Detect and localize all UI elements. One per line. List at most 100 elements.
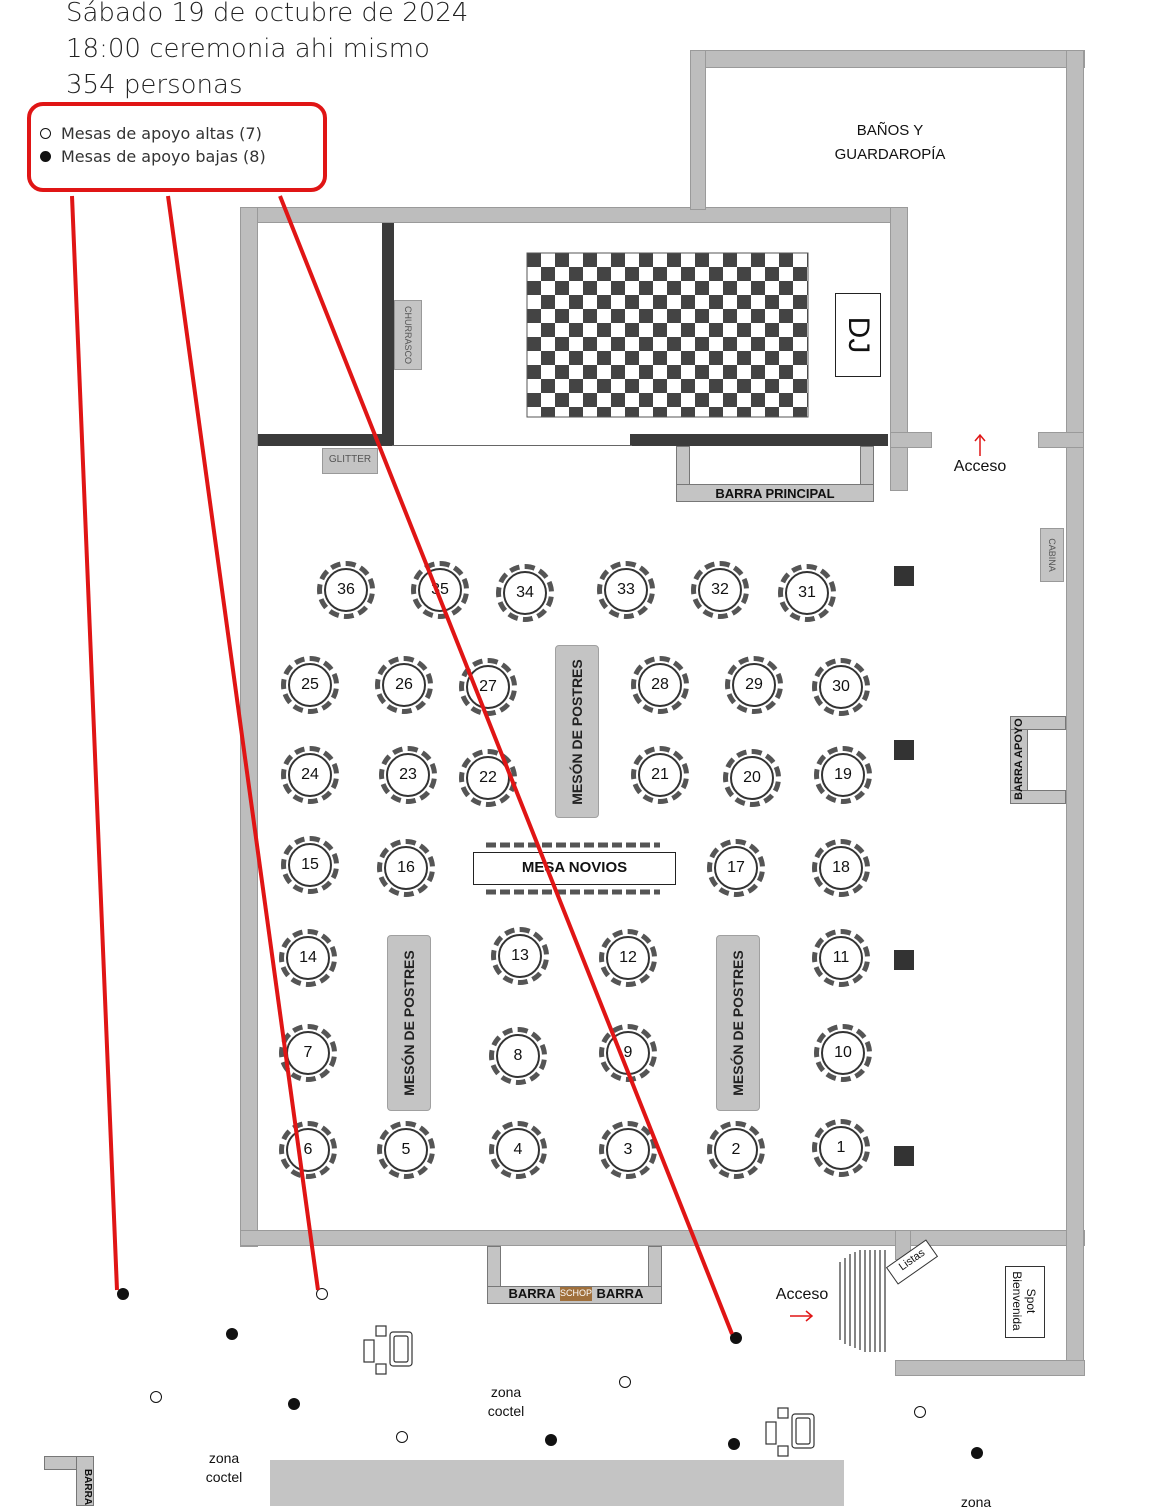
open-circle-icon xyxy=(40,128,51,139)
acceso-top-label: Acceso xyxy=(953,458,1007,475)
round-table-8: 8 xyxy=(489,1027,547,1085)
meson-postres-right: MESÓN DE POSTRES xyxy=(716,935,760,1111)
round-table-7: 7 xyxy=(279,1024,337,1082)
round-table-24: 24 xyxy=(281,746,339,804)
filled-circle-icon xyxy=(40,151,51,162)
round-table-9: 9 xyxy=(599,1024,657,1082)
listas-sign xyxy=(885,1239,939,1285)
round-table-16: 16 xyxy=(377,839,435,897)
low-support-table xyxy=(971,1447,983,1459)
round-table-28: 28 xyxy=(631,656,689,714)
legend-high-tables: Mesas de apoyo altas (7) xyxy=(40,124,262,143)
meson-postres-left: MESÓN DE POSTRES xyxy=(387,935,431,1111)
high-support-table xyxy=(914,1406,926,1418)
round-table-4: 4 xyxy=(489,1121,547,1179)
round-table-32: 32 xyxy=(691,561,749,619)
column xyxy=(894,566,914,586)
barra-lower-left xyxy=(44,1456,94,1506)
ceremony-time: 18:00 ceremonia ahi mismo xyxy=(66,34,430,64)
lounge-set-icon xyxy=(765,1407,815,1457)
glitter-label: GLITTER xyxy=(328,454,372,465)
low-support-table xyxy=(226,1328,238,1340)
glitter-station xyxy=(322,448,378,474)
round-table-14: 14 xyxy=(279,929,337,987)
round-table-26: 26 xyxy=(375,656,433,714)
round-table-21: 21 xyxy=(631,746,689,804)
round-table-36: 36 xyxy=(317,561,375,619)
round-table-19: 19 xyxy=(814,746,872,804)
round-table-12: 12 xyxy=(599,929,657,987)
round-table-13: 13 xyxy=(491,927,549,985)
stairs-icon xyxy=(839,1250,886,1352)
wall-right-inner xyxy=(890,207,908,491)
round-table-31: 31 xyxy=(778,564,836,622)
wall-annex-left xyxy=(690,50,706,210)
round-table-15: 15 xyxy=(281,836,339,894)
low-support-table xyxy=(730,1332,742,1344)
cabina xyxy=(1040,528,1064,582)
dj-booth xyxy=(835,293,881,377)
inner-wall-right xyxy=(630,434,888,446)
round-table-25: 25 xyxy=(281,656,339,714)
round-table-3: 3 xyxy=(599,1121,657,1179)
round-table-35: 35 xyxy=(411,561,469,619)
round-table-34: 34 xyxy=(496,564,554,622)
high-support-table xyxy=(150,1391,162,1403)
event-date: Sábado 19 de octubre de 2024 xyxy=(66,0,469,28)
round-table-5: 5 xyxy=(377,1121,435,1179)
zona-coctel-left-line1: zona xyxy=(208,1450,240,1466)
low-support-table xyxy=(728,1438,740,1450)
barra-schop xyxy=(487,1246,662,1304)
round-table-18: 18 xyxy=(812,839,870,897)
round-table-23: 23 xyxy=(379,746,437,804)
round-table-1: 1 xyxy=(812,1119,870,1177)
barra-apoyo xyxy=(1010,716,1066,804)
meson-postres-center: MESÓN DE POSTRES xyxy=(555,645,599,818)
round-table-30: 30 xyxy=(812,658,870,716)
wall-acceso-stub-right xyxy=(1038,432,1084,448)
round-table-11: 11 xyxy=(812,929,870,987)
low-support-table xyxy=(545,1434,557,1446)
low-support-table xyxy=(117,1288,129,1300)
inner-wall-left xyxy=(258,434,392,446)
column xyxy=(894,950,914,970)
high-support-table xyxy=(619,1376,631,1388)
round-table-2: 2 xyxy=(707,1121,765,1179)
wall-acceso-stub-left xyxy=(890,432,932,448)
churrasco-station xyxy=(394,300,422,370)
column xyxy=(894,740,914,760)
round-table-17: 17 xyxy=(707,839,765,897)
barra-right-label: BARRA xyxy=(596,1286,644,1301)
spot-bienvenida xyxy=(1005,1266,1045,1338)
barra-left-label: BARRA xyxy=(508,1286,556,1301)
round-table-29: 29 xyxy=(725,656,783,714)
acceso-arrow-right-icon xyxy=(790,1310,814,1322)
banos-label: BAÑOS Y xyxy=(856,122,924,139)
legend-highlight xyxy=(27,102,327,192)
barra-principal xyxy=(676,446,874,502)
acceso-bottom-label: Acceso xyxy=(775,1286,829,1303)
wall-bottom xyxy=(240,1230,1085,1246)
mesa-novios xyxy=(473,852,676,885)
lower-terrace xyxy=(270,1460,844,1506)
round-table-20: 20 xyxy=(723,749,781,807)
lounge-set-icon xyxy=(363,1325,413,1375)
schop-tag xyxy=(560,1287,592,1301)
inner-wall-line xyxy=(392,445,632,446)
round-table-22: 22 xyxy=(459,749,517,807)
zona-coctel-left-line2: coctel xyxy=(205,1469,243,1485)
round-table-10: 10 xyxy=(814,1024,872,1082)
round-table-33: 33 xyxy=(597,561,655,619)
zona-coctel-center-line1: zona xyxy=(490,1384,522,1400)
column xyxy=(894,1146,914,1166)
wall-lower-right xyxy=(895,1360,1085,1376)
high-support-table xyxy=(396,1431,408,1443)
barra-principal-label: BARRA PRINCIPAL xyxy=(715,486,835,501)
high-support-table xyxy=(316,1288,328,1300)
